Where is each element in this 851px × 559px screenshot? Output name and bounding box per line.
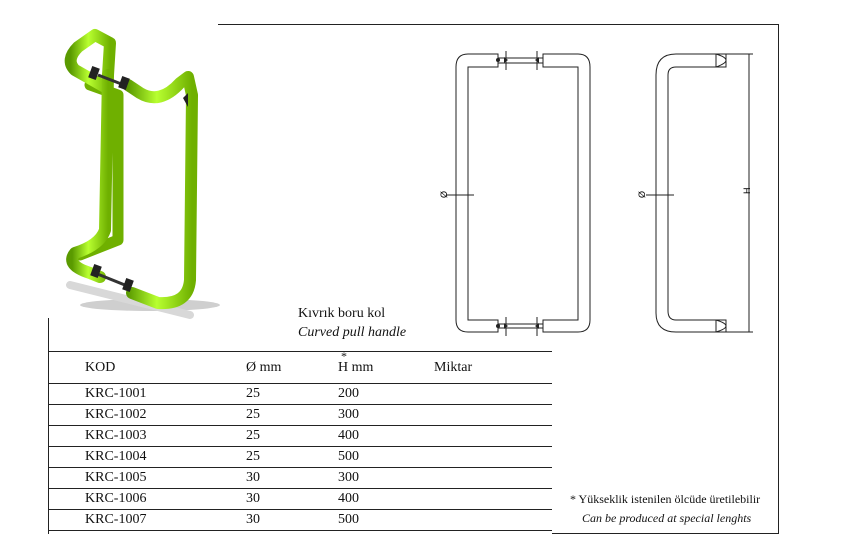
spec-table: KOD Ø mm *H mm Miktar KRC-1001 25 200 KR… (48, 349, 552, 531)
cell-diameter: 25 (246, 446, 338, 468)
height-dimension-label: H (742, 188, 752, 195)
footnote-en: Can be produced at special lenghts (582, 511, 752, 525)
cell-kod: KRC-1001 (48, 383, 246, 405)
table-row: KRC-1007 30 500 (48, 509, 552, 531)
cell-diameter: 25 (246, 383, 338, 405)
side-diameter-label: Ø (637, 191, 647, 198)
table-row: KRC-1003 25 400 (48, 425, 552, 447)
cell-height: 400 (338, 425, 434, 447)
front-view-drawing: Ø (439, 51, 591, 336)
cell-height: 400 (338, 488, 434, 510)
cell-kod: KRC-1005 (48, 467, 246, 489)
footnote-tr: * Yükseklik istenilen ölcüde üretilebili… (570, 492, 761, 506)
frame-top-line (218, 24, 779, 25)
handle-top-curve (64, 29, 116, 93)
product-title-en: Curved pull handle (298, 325, 407, 340)
header-diameter: Ø mm (246, 351, 338, 384)
height-asterisk: * (341, 348, 347, 363)
product-render-image (64, 29, 220, 319)
cell-height: 200 (338, 383, 434, 405)
header-kod: KOD (48, 351, 246, 384)
cell-height: 500 (338, 509, 434, 531)
header-height: *H mm (338, 349, 434, 384)
cell-kod: KRC-1006 (48, 488, 246, 510)
cell-height: 500 (338, 446, 434, 468)
cell-miktar (434, 509, 552, 531)
table-header-row: KOD Ø mm *H mm Miktar (48, 349, 552, 384)
frame-bottom-line (552, 533, 779, 534)
frame-right-line (778, 24, 779, 534)
cell-diameter: 25 (246, 425, 338, 447)
table-row: KRC-1002 25 300 (48, 404, 552, 426)
cell-diameter: 30 (246, 488, 338, 510)
handle-front-bar (66, 69, 114, 283)
cell-height: 300 (338, 467, 434, 489)
cell-kod: KRC-1003 (48, 425, 246, 447)
cell-kod: KRC-1007 (48, 509, 246, 531)
cell-miktar (434, 425, 552, 447)
cell-diameter: 25 (246, 404, 338, 426)
cell-miktar (434, 488, 552, 510)
cell-kod: KRC-1004 (48, 446, 246, 468)
table-row: KRC-1006 30 400 (48, 488, 552, 510)
header-miktar: Miktar (434, 351, 552, 384)
cell-height: 300 (338, 404, 434, 426)
cell-diameter: 30 (246, 509, 338, 531)
product-title-tr: Kıvrık boru kol (298, 306, 386, 321)
table-row: KRC-1001 25 200 (48, 383, 552, 405)
cell-miktar (434, 467, 552, 489)
cell-diameter: 30 (246, 467, 338, 489)
cell-miktar (434, 383, 552, 405)
table-row: KRC-1005 30 300 (48, 467, 552, 489)
front-diameter-label: Ø (439, 191, 449, 198)
side-view-drawing: Ø H (637, 53, 753, 333)
cell-kod: KRC-1002 (48, 404, 246, 426)
cell-miktar (434, 446, 552, 468)
table-row: KRC-1004 25 500 (48, 446, 552, 468)
handle-grip-bar (122, 71, 198, 310)
cell-miktar (434, 404, 552, 426)
